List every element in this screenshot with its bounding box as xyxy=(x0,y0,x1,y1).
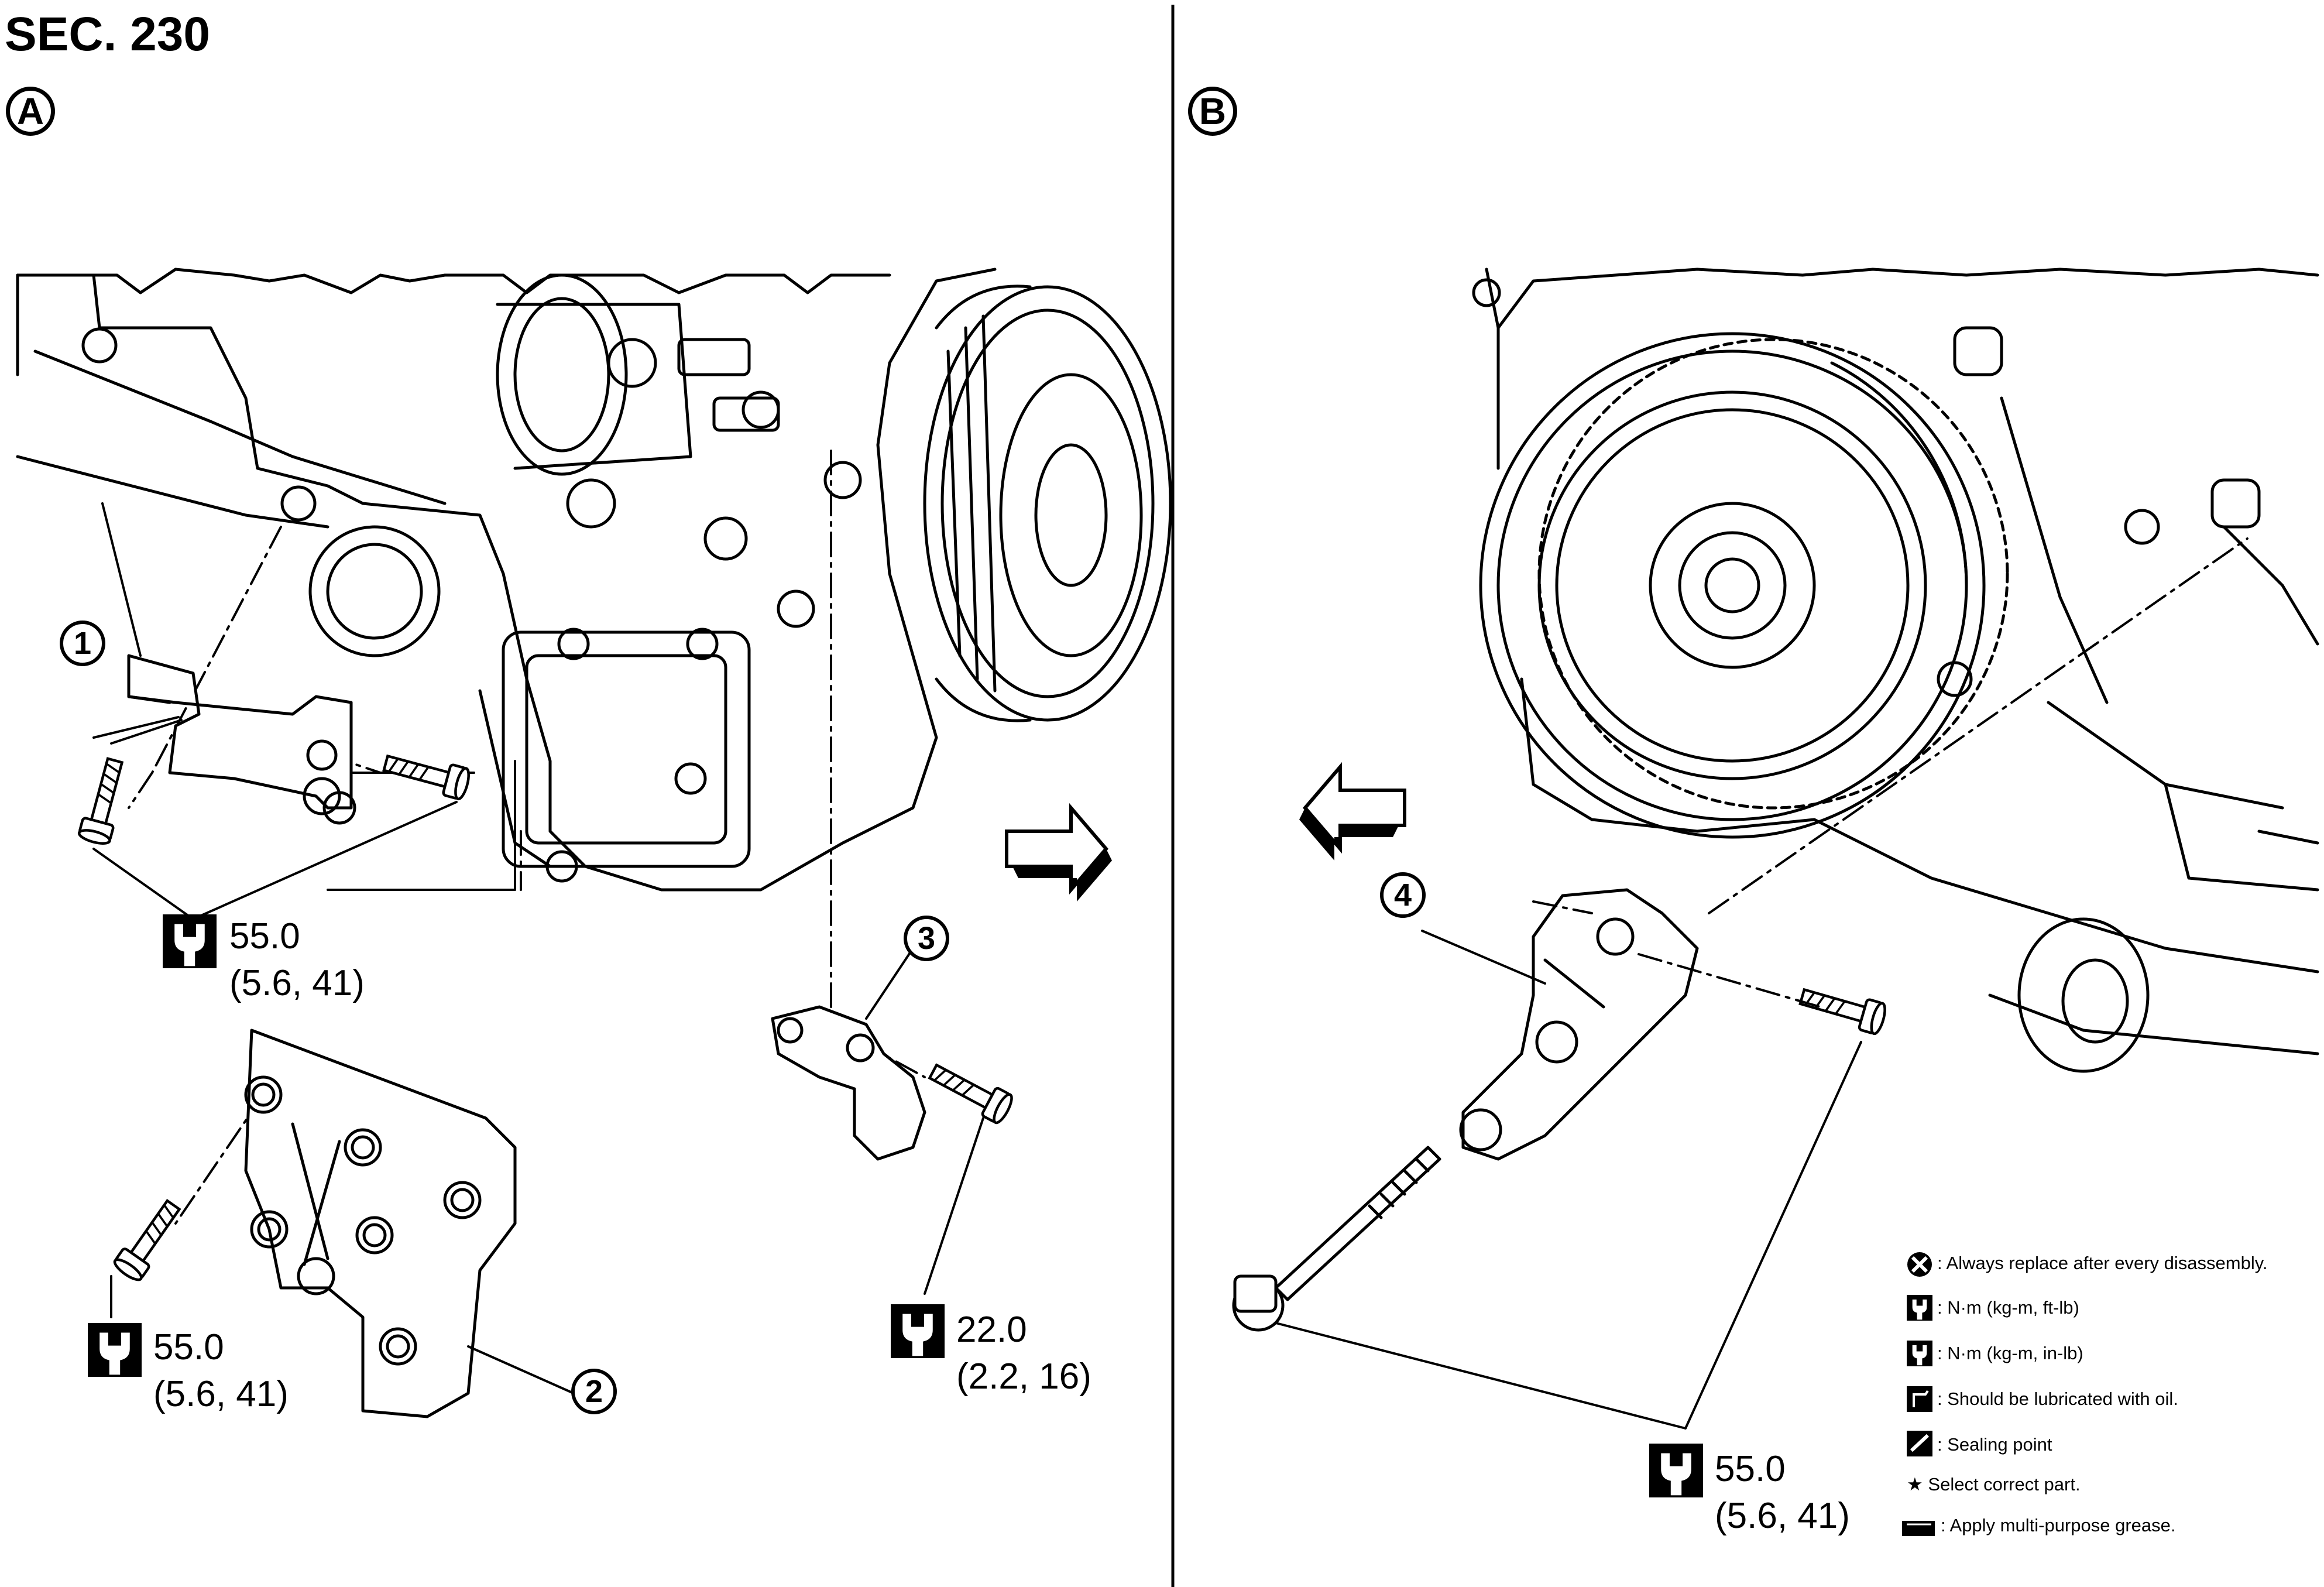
bolt-icon xyxy=(112,1196,186,1283)
legend-item: : N·m (kg-m, in-lb) xyxy=(1937,1343,2083,1363)
panel-label-a: A xyxy=(6,87,55,136)
leader-lines-4 xyxy=(1275,930,1862,1430)
callout-4: 4 xyxy=(1380,872,1426,918)
front-arrow-b xyxy=(1299,762,1406,861)
legend-item: : N·m (kg-m, ft-lb) xyxy=(1937,1297,2079,1318)
legend-item: ★ Select correct part. xyxy=(1907,1474,2081,1495)
torque-value-3: 22.0 xyxy=(956,1310,1027,1350)
torque-alt-3: (2.2, 16) xyxy=(956,1356,1091,1397)
grease-icon xyxy=(1902,1521,1935,1536)
oil-can-icon xyxy=(1907,1386,1932,1412)
bolt-icon xyxy=(78,756,130,846)
torque-wrench-small-icon xyxy=(1907,1341,1932,1366)
legend-item: : Always replace after every disassembly… xyxy=(1937,1253,2268,1273)
bolt-icon xyxy=(1798,982,1887,1036)
torque-alt-4: (5.6, 41) xyxy=(1715,1496,1850,1536)
bolt-icon xyxy=(926,1058,1015,1125)
panel-b-guides xyxy=(1532,537,2249,1008)
bolt-icon xyxy=(382,748,471,800)
part-1-bracket xyxy=(127,654,356,825)
part-3-bracket xyxy=(771,1005,926,1161)
panel-label-b: B xyxy=(1188,87,1237,136)
callout-1: 1 xyxy=(60,621,105,666)
front-arrow-a xyxy=(1005,803,1112,902)
legend-item: : Should be lubricated with oil. xyxy=(1937,1389,2178,1409)
torque-alt-2: (5.6, 41) xyxy=(153,1374,289,1414)
legend-item: : Apply multi-purpose grease. xyxy=(1941,1515,2176,1535)
leader-lines-2 xyxy=(110,1275,575,1394)
part-4-bracket xyxy=(1459,888,1699,1161)
panel-b-engine xyxy=(1472,268,2319,1073)
panel-b-long-bolt xyxy=(1232,1146,1441,1332)
torque-alt-1: (5.6, 41) xyxy=(229,963,365,1003)
panel-a-engine xyxy=(16,268,1172,892)
leader-lines-3 xyxy=(865,947,984,1295)
callout-3: 3 xyxy=(904,916,949,961)
torque-value-4: 55.0 xyxy=(1715,1449,1786,1489)
callout-2: 2 xyxy=(571,1369,617,1414)
torque-wrench-icon xyxy=(1907,1295,1932,1321)
torque-wrench-icon xyxy=(891,1304,945,1358)
part-2-bracket xyxy=(244,1029,517,1418)
torque-wrench-icon xyxy=(1649,1444,1703,1497)
torque-value-2: 55.0 xyxy=(153,1327,224,1367)
section-title: SEC. 230 xyxy=(5,8,210,61)
torque-wrench-icon xyxy=(163,914,217,968)
torque-wrench-icon xyxy=(88,1323,142,1377)
legend-item: : Sealing point xyxy=(1937,1434,2052,1455)
legend-icons xyxy=(1902,1252,1935,1536)
torque-value-1: 55.0 xyxy=(229,916,300,957)
